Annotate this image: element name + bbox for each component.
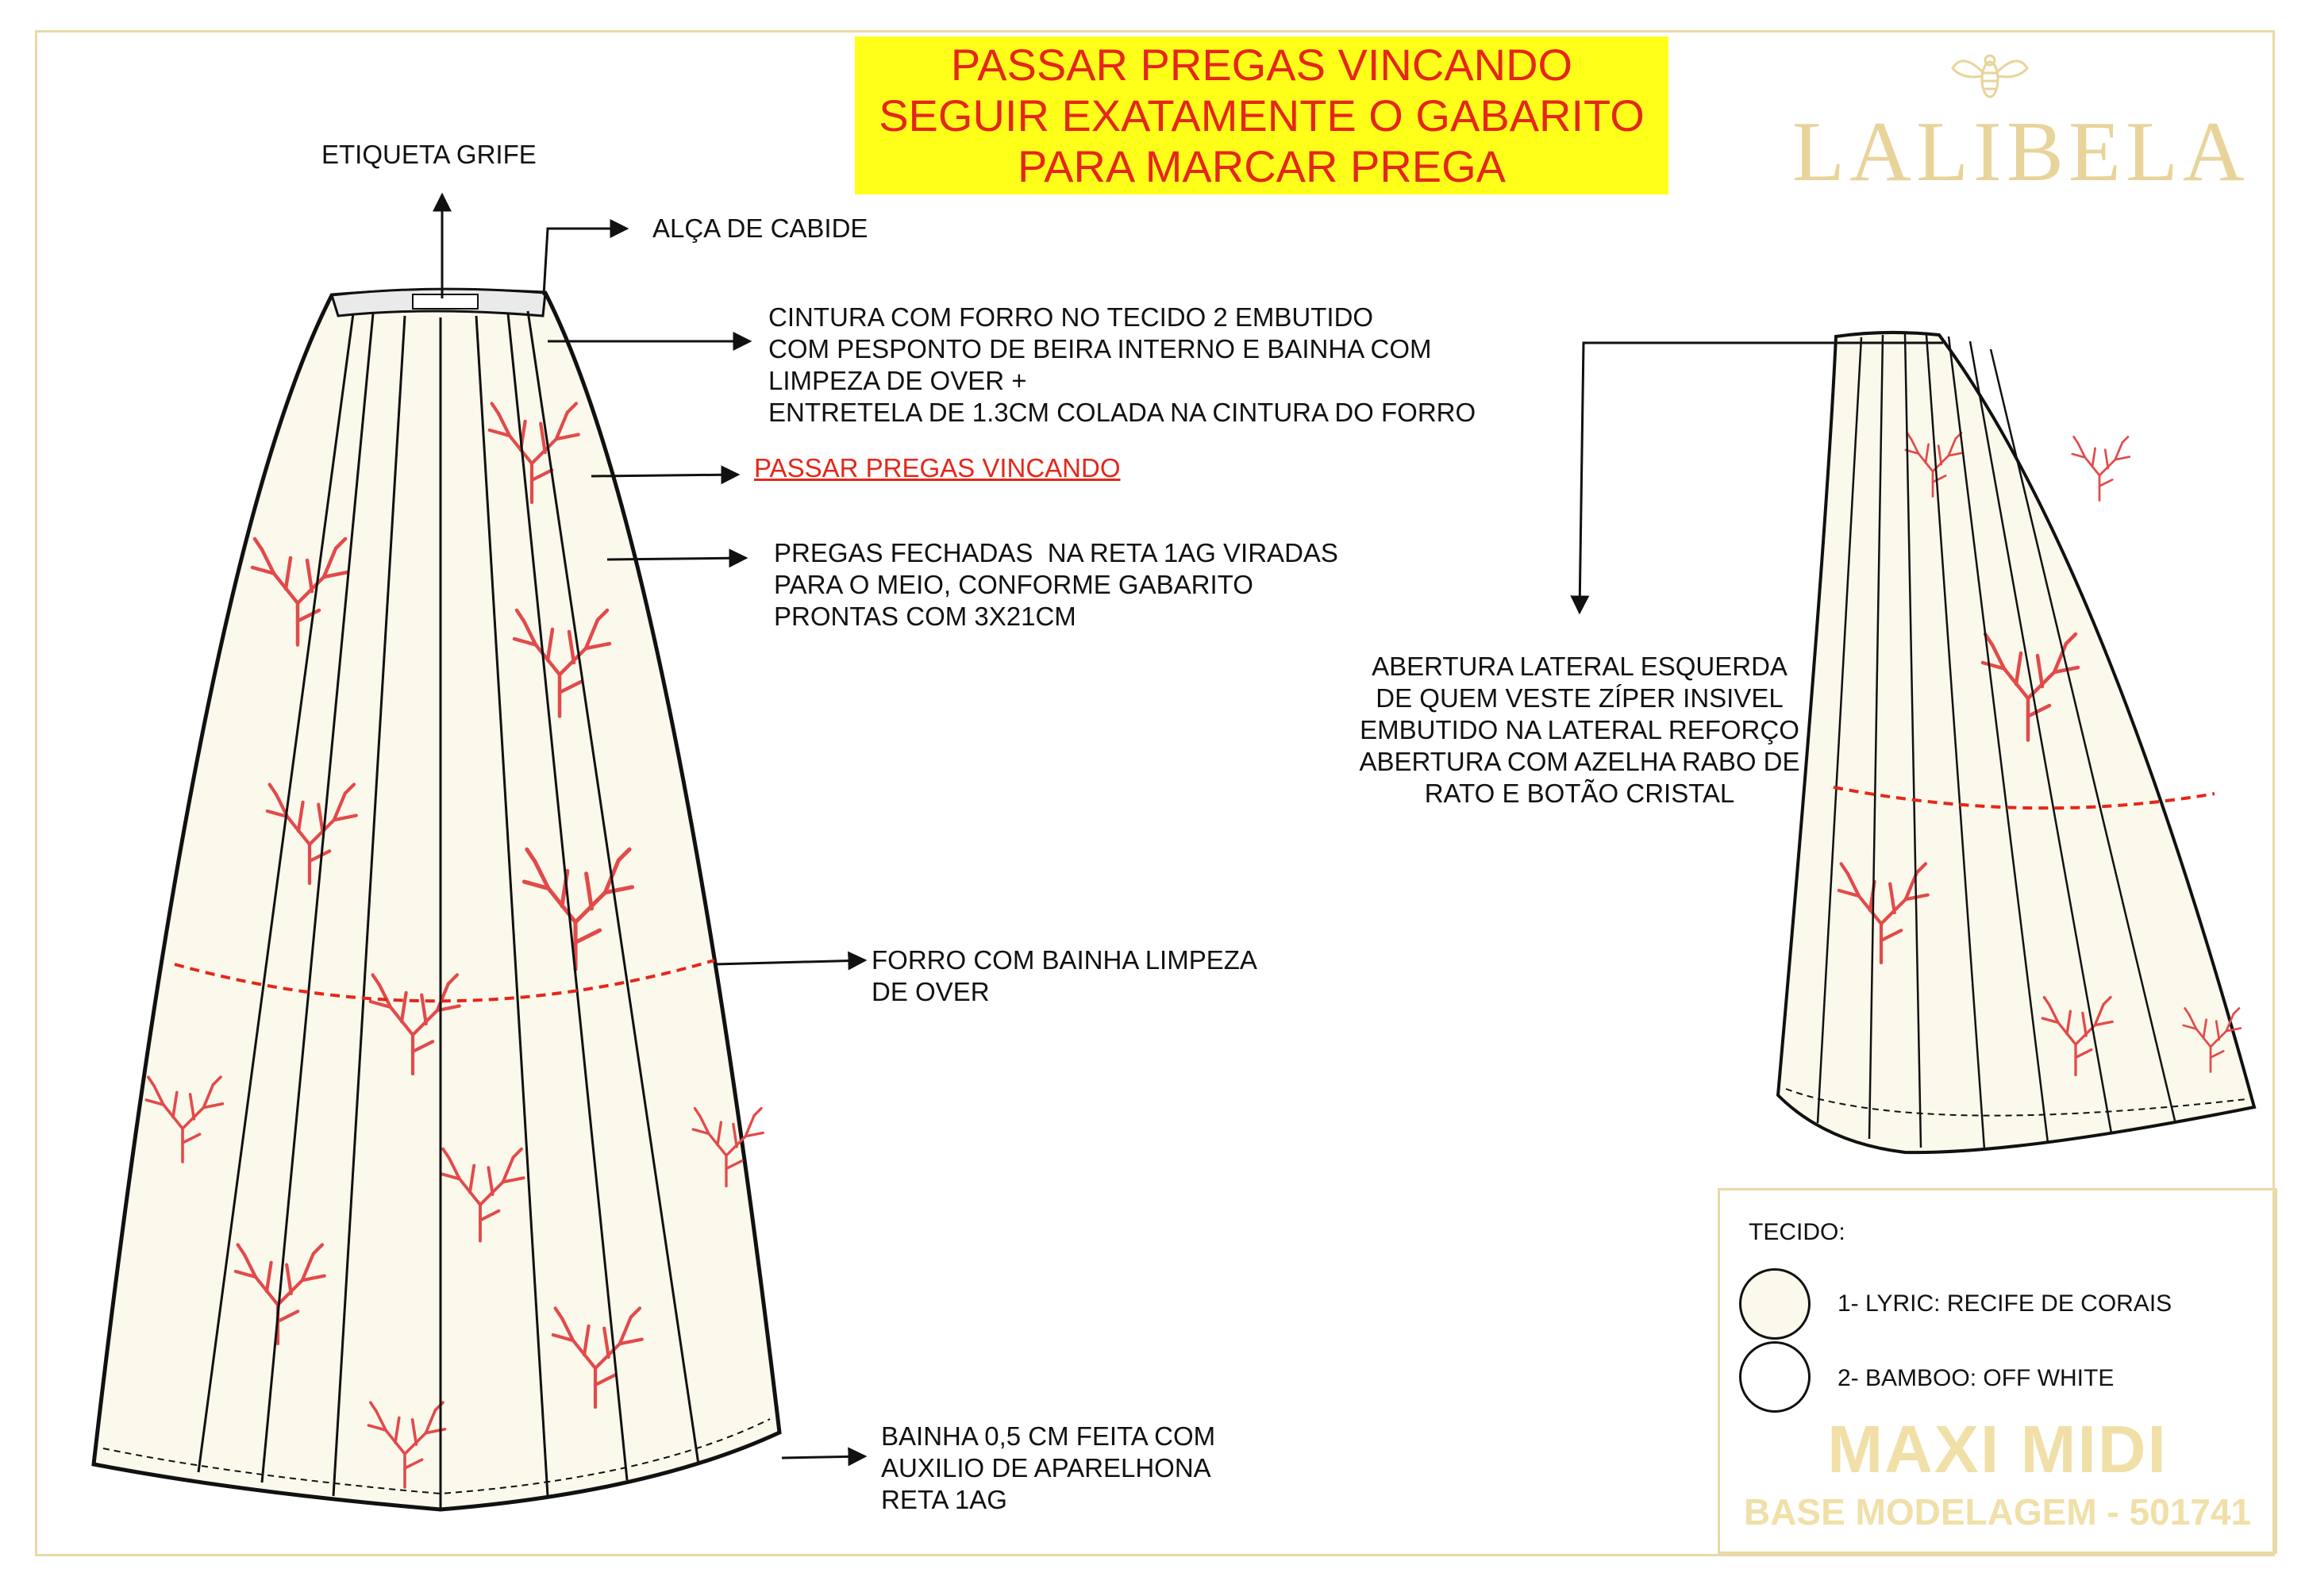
back-lining-hem-line	[1833, 786, 2215, 810]
legend-title: TECIDO:	[1749, 1219, 1845, 1245]
fabric-swatch-bamboo	[1739, 1341, 1811, 1413]
front-skirt-body	[91, 288, 782, 1512]
arrow-passar	[591, 465, 741, 485]
front-pleat-lines	[197, 310, 700, 1509]
label-passar-pregas: PASSAR PREGAS VINCANDO	[754, 453, 1121, 483]
banner-line-2: SEGUIR EXATAMENTE O GABARITO	[879, 90, 1645, 140]
brand-logo: LALIBELA	[1792, 105, 2249, 199]
banner-line-1: PASSAR PREGAS VINCANDO	[950, 39, 1573, 90]
back-skirt-drawing	[1776, 330, 2257, 1155]
arrow-bainha	[781, 1447, 868, 1467]
back-hem-stitch	[1785, 1088, 2247, 1117]
sheet-frame	[35, 30, 2275, 1556]
instruction-banner: PASSAR PREGAS VINCANDO SEGUIR EXATAMENTE…	[855, 37, 1668, 194]
back-skirt-body	[1776, 330, 2257, 1155]
label-etiqueta-grife: ETIQUETA GRIFE	[321, 140, 537, 169]
back-pleat-lines	[1816, 333, 2176, 1150]
front-hem-stitch	[102, 1418, 771, 1495]
brand-label-tag	[412, 294, 479, 310]
legend-item-bamboo: 2- BAMBOO: OFF WHITE	[1838, 1365, 2115, 1391]
label-pregas-fechadas: PREGAS FECHADAS NA RETA 1AG VIRADAS PARA…	[774, 538, 1338, 631]
arrow-forro	[714, 951, 868, 971]
arrow-abertura	[1570, 341, 1943, 615]
legend-item-lyric: 1- LYRIC: RECIFE DE CORAIS	[1838, 1290, 2172, 1317]
bee-logo-icon	[1951, 54, 2029, 98]
front-lining-hem-line	[174, 959, 715, 1003]
model-base-code: BASE MODELAGEM - 501741	[1743, 1491, 2252, 1533]
arrow-pregas	[606, 548, 749, 568]
label-alca-cabide: ALÇA DE CABIDE	[652, 213, 868, 243]
fabric-swatch-lyric	[1739, 1268, 1811, 1340]
label-abertura-lateral: ABERTURA LATERAL ESQUERDA DE QUEM VESTE …	[1359, 652, 1800, 808]
label-forro-bainha: FORRO COM BAINHA LIMPEZA DE OVER	[872, 945, 1257, 1006]
fabric-legend: TECIDO: 1- LYRIC: RECIFE DE CORAIS 2- BA…	[1718, 1188, 2277, 1554]
label-cintura: CINTURA COM FORRO NO TECIDO 2 EMBUTIDO C…	[768, 302, 1476, 427]
front-skirt-drawing	[91, 287, 782, 1512]
callout-arrows	[433, 192, 1943, 1467]
arrow-alca	[542, 219, 629, 296]
banner-line-3: PARA MARCAR PREGA	[1017, 140, 1507, 191]
model-name: MAXI MIDI	[1827, 1412, 2168, 1486]
label-bainha: BAINHA 0,5 CM FEITA COM AUXILIO DE APARE…	[881, 1421, 1216, 1514]
